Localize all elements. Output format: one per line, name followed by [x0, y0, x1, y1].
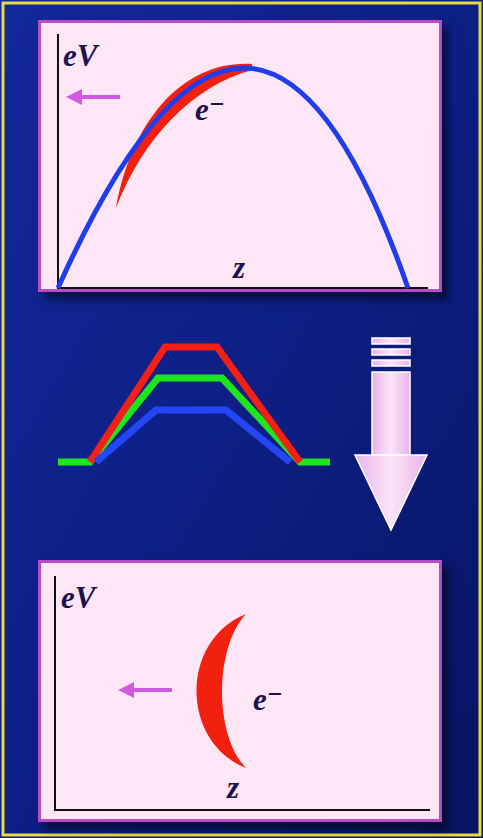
panel-ground — [38, 20, 442, 292]
frame — [3, 3, 480, 835]
axis-label: eV — [61, 581, 95, 615]
down-arrow — [355, 338, 427, 530]
axis — [57, 34, 59, 289]
pulse-blue — [96, 410, 290, 462]
arrow-head — [66, 89, 82, 105]
motion-arrow — [80, 95, 120, 99]
motion-arrow — [132, 688, 172, 692]
axis-label: eV — [63, 39, 97, 73]
particle-label: e⁻ — [195, 93, 225, 127]
axis — [54, 809, 430, 811]
rf-wave — [58, 68, 408, 288]
axis — [57, 287, 428, 289]
electron-bunch — [116, 64, 252, 208]
arrow-head — [118, 682, 134, 698]
pulse-red — [90, 347, 300, 462]
electron-bunch — [197, 614, 247, 768]
axis-label: z — [227, 771, 239, 805]
plot-panel: eV e⁻ z — [38, 20, 442, 292]
particle-label: e⁻ — [253, 683, 283, 717]
axis-label: z — [233, 251, 245, 285]
axis — [54, 576, 56, 811]
plot-panel: eV e⁻ z — [38, 560, 442, 822]
panel-ground — [38, 560, 442, 822]
